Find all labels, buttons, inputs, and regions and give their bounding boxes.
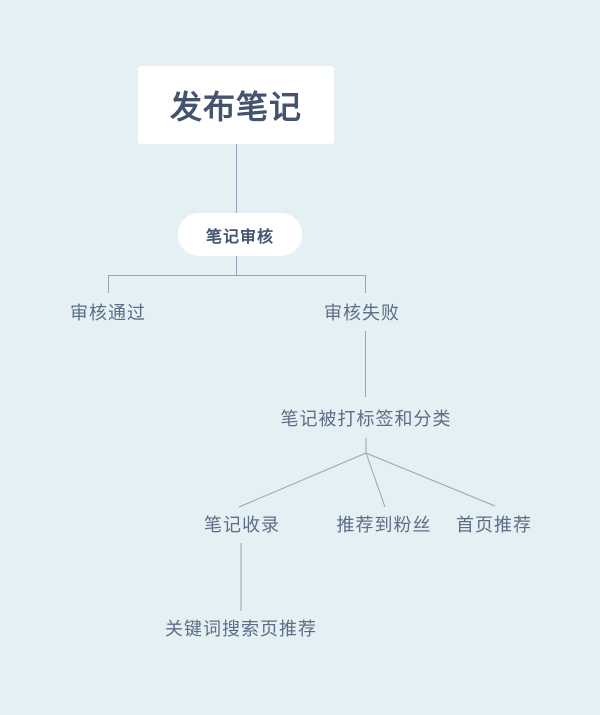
node-tagged-classified: 笔记被打标签和分类 [280,409,452,429]
node-review-passed: 审核通过 [70,303,146,323]
edge-tagged-fans [365,452,386,508]
node-publish-note: 发布笔记 [138,66,334,144]
edge-tagged-collected [238,452,367,508]
node-homepage-recommend: 首页推荐 [456,515,532,535]
node-keyword-search-recommend: 关键词搜索页推荐 [165,619,317,639]
edge-review-branches [108,275,366,293]
node-note-review: 笔记审核 [178,213,302,256]
node-recommend-to-fans: 推荐到粉丝 [336,515,432,535]
node-note-review-label: 笔记审核 [205,228,274,246]
node-publish-note-label: 发布笔记 [169,89,302,125]
node-note-collected: 笔记收录 [204,515,280,535]
edge-tagged-home [365,452,496,507]
node-review-failed: 审核失败 [324,303,400,323]
